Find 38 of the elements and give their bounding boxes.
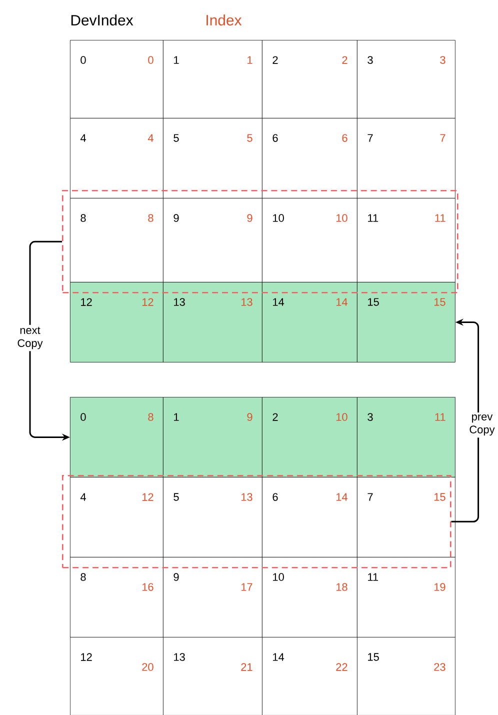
grid-cell: 8 16 — [70, 557, 164, 638]
grid-cell: 9 17 — [163, 557, 262, 638]
grid-cell: 15 15 — [357, 282, 456, 362]
grid-cell: 0 0 — [70, 40, 164, 118]
header-label: DevIndex — [71, 14, 134, 26]
grid-cell: 3 3 — [357, 40, 456, 118]
grid-cell: 3 11 — [357, 397, 456, 478]
grid-cell: 0 8 — [70, 397, 164, 478]
grid-cell: 14 14 — [262, 282, 358, 362]
grid-cell: 6 14 — [262, 477, 358, 558]
grid-cell: 10 10 — [262, 198, 358, 282]
grid-cell: 4 12 — [70, 477, 164, 558]
header-label: Index — [206, 14, 242, 26]
grid-cell: 9 9 — [163, 198, 262, 282]
grid-cell: 6 6 — [262, 118, 358, 198]
grid-cell: 1 1 — [163, 40, 262, 118]
dashed-frame — [62, 475, 452, 568]
grid-cell: 12 20 — [70, 637, 164, 715]
grid-cell: 7 7 — [357, 118, 456, 198]
grid-cell: 12 12 — [70, 282, 164, 362]
grid-cell: 13 21 — [163, 637, 262, 715]
grid-cell: 15 23 — [357, 637, 456, 715]
grid-cell: 8 8 — [70, 198, 164, 282]
grid-cell: 14 22 — [262, 637, 358, 715]
grid-cell: 11 11 — [357, 198, 456, 282]
grid-cell: 5 5 — [163, 118, 262, 198]
grid-cell: 4 4 — [70, 118, 164, 198]
grid-cell: 10 18 — [262, 557, 358, 638]
grid-cell: 5 13 — [163, 477, 262, 558]
grid-cell: 11 19 — [357, 557, 456, 638]
edge-label: prev Copy — [461, 412, 498, 438]
grid-cell: 2 10 — [262, 397, 358, 478]
dashed-frame — [62, 190, 458, 294]
grid-cell: 1 9 — [163, 397, 262, 478]
grid-cell: 13 13 — [163, 282, 262, 362]
grid-cell: 7 15 — [357, 477, 456, 558]
edge-label: next Copy — [9, 324, 51, 352]
grid-cell: 2 2 — [262, 40, 358, 118]
